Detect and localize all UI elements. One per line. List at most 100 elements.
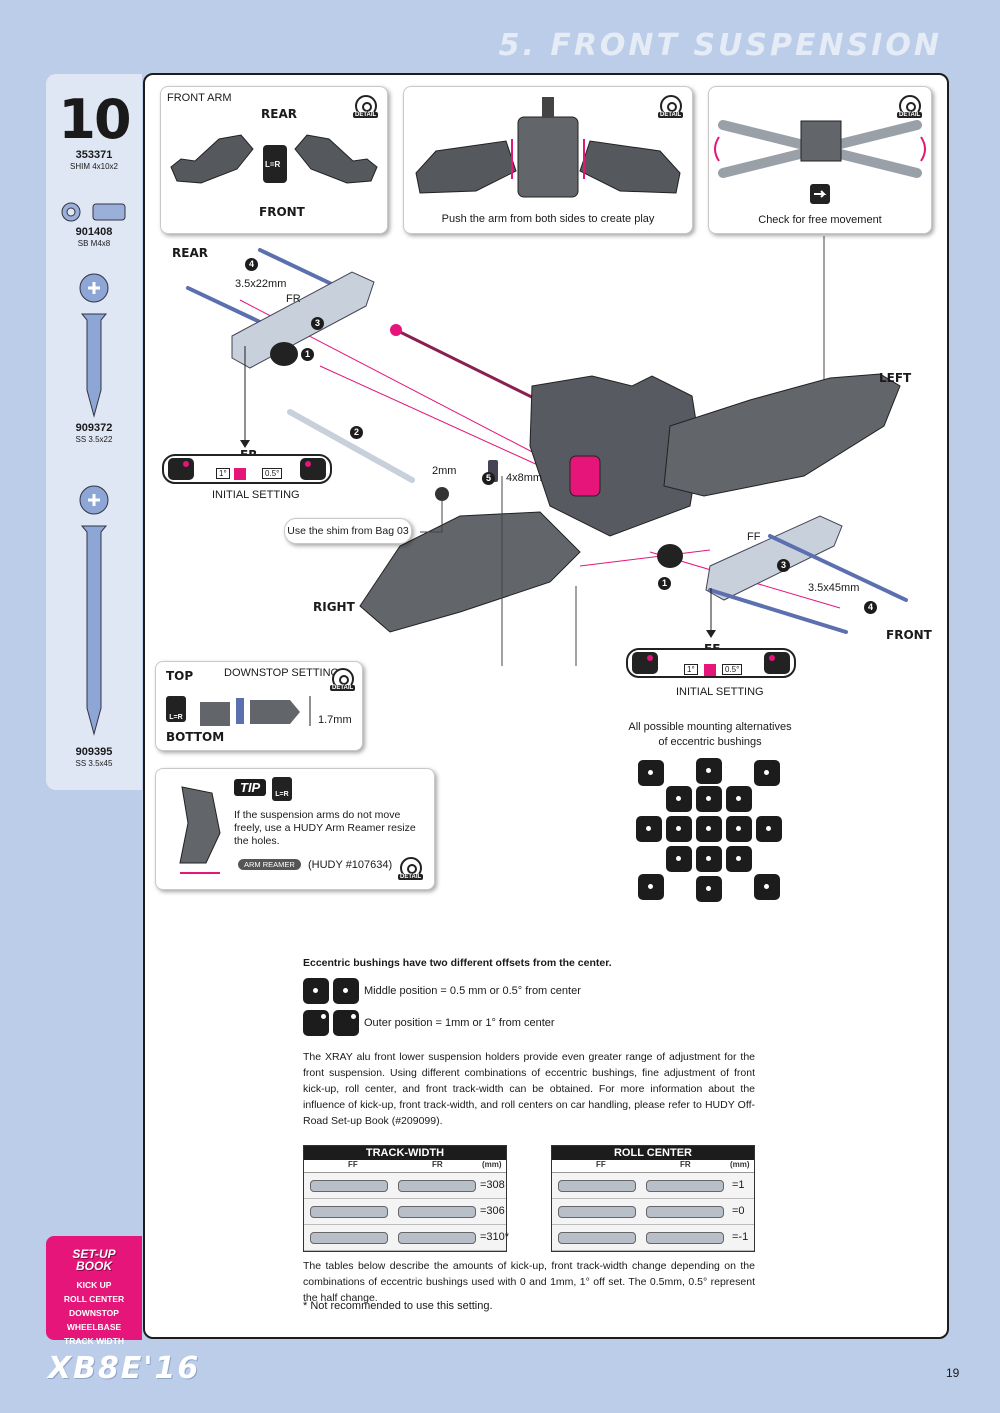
detail-badge: DETAIL <box>330 685 356 691</box>
part-code: 901408 <box>75 226 113 238</box>
table-row: =0 <box>552 1199 754 1225</box>
roll-center-title: ROLL CENTER <box>552 1146 754 1160</box>
step-number: 10 <box>58 88 131 151</box>
ff-setting: FF 1° 0.5° INITIAL SETTING <box>626 642 796 698</box>
rear-label: REAR <box>261 107 297 121</box>
mounting-title-line1: All possible mounting alternatives <box>628 721 792 733</box>
bushing-option <box>638 874 664 900</box>
ff-holder-label: FF <box>747 531 761 543</box>
parts-sidebar: 10 353371 SHIM 4x10x2 901408 SB M4x8 909… <box>46 74 142 790</box>
shim-size: 2mm <box>432 465 457 477</box>
part-code: 909395 <box>75 746 113 758</box>
table-row: =-1 <box>552 1225 754 1251</box>
bushing-option <box>754 760 780 786</box>
bushing-option <box>726 846 752 872</box>
bushing-option <box>638 760 664 786</box>
ff-holder-config <box>310 1206 388 1218</box>
lr-badge: L=R <box>166 696 186 722</box>
part-desc: SB M4x8 <box>77 239 111 248</box>
mounting-title: All possible mounting alternatives of ec… <box>610 720 810 750</box>
ff-holder-config <box>310 1180 388 1192</box>
step-4-badge: 4 <box>245 258 258 271</box>
setup-book-title: SET-UP BOOK <box>72 1247 116 1273</box>
free-movement-panel: Check for free movement DETAIL <box>708 86 932 234</box>
detail-badge: DETAIL <box>398 874 424 880</box>
arm-reaming-icon <box>179 786 221 874</box>
front-arm-pair-icon <box>170 134 378 184</box>
shim-note: Use the shim from Bag 03 <box>284 518 412 544</box>
page-title: 5. FRONT SUSPENSION <box>498 28 942 63</box>
magnifier-icon <box>660 95 682 117</box>
front-arm-panel: FRONT ARM REAR FRONT L=R DETAIL <box>160 86 388 234</box>
bushing-option <box>666 786 692 812</box>
fr-holder-config <box>398 1232 476 1244</box>
fr-initial-label: INITIAL SETTING <box>212 489 300 501</box>
rear-screw-size: 3.5x22mm <box>235 278 287 290</box>
ff-deg2: 0.5° <box>722 664 743 675</box>
bushing-option <box>726 816 752 842</box>
ff-col: FF <box>348 1160 358 1169</box>
setup-book-item: ROLL CENTER DOWNSTOP <box>63 1294 125 1318</box>
setup-book-tab[interactable]: SET-UP BOOK KICK UP ROLL CENTER DOWNSTOP… <box>46 1236 142 1346</box>
unit-col: (mm) <box>482 1160 502 1169</box>
track-width-table: TRACK-WIDTH FF FR (mm) =308 =306 =310* <box>303 1145 510 1252</box>
magnifier-icon <box>899 95 921 117</box>
front-label: FRONT <box>259 205 305 219</box>
tip-text: If the suspension arms do not move freel… <box>234 809 416 847</box>
arm-reamer-tool: ARM REAMER <box>238 859 301 870</box>
bottom-label: BOTTOM <box>166 730 225 744</box>
right-label: RIGHT <box>313 600 355 614</box>
screw-long-icon <box>79 485 109 736</box>
track-width-value: =308 <box>480 1179 505 1191</box>
lr-badge: L=R <box>265 160 281 169</box>
detail-badge: DETAIL <box>658 112 684 118</box>
table-row: =308 <box>304 1173 506 1199</box>
bolt-size: 4x8mm <box>506 472 543 484</box>
tip-panel: TIP L=R If the suspension arms do not mo… <box>155 768 435 890</box>
outer-position-text: Outer position = 1mm or 1° from center <box>364 1017 555 1029</box>
fr-deg1: 1° <box>216 468 230 479</box>
tables-description: The tables below describe the amounts of… <box>303 1260 755 1304</box>
free-movement-caption: Check for free movement <box>758 214 882 226</box>
detail-badge: DETAIL <box>353 112 379 118</box>
asterisk-note: * Not recommended to use this setting. <box>303 1300 493 1312</box>
ff-initial-label: INITIAL SETTING <box>676 686 764 698</box>
hudy-part-number: (HUDY #107634) <box>308 859 393 871</box>
track-width-value: =310* <box>480 1231 510 1243</box>
fr-deg2: 0.5° <box>262 468 283 479</box>
downstop-panel: TOP DOWNSTOP SETTING BOTTOM L=R 1.7mm DE… <box>155 661 363 751</box>
middle-bushing-icon <box>303 978 329 1004</box>
part-desc: SS 3.5x45 <box>75 759 113 768</box>
ff-holder-config <box>558 1206 636 1218</box>
bushing-option <box>756 816 782 842</box>
part-909372: 909372 SS 3.5x22 <box>46 270 142 445</box>
table-row: =310* <box>304 1225 510 1251</box>
fr-holder-config <box>398 1206 476 1218</box>
detail-badge: DETAIL <box>897 112 923 118</box>
lr-badge: L=R <box>272 777 292 801</box>
ff-holder-config <box>558 1232 636 1244</box>
outer-bushing-icon <box>333 1010 359 1036</box>
unit-col: (mm) <box>730 1160 750 1169</box>
rear-diagram-label: REAR <box>172 246 208 260</box>
eccentric-heading: Eccentric bushings have two different of… <box>303 957 612 969</box>
fr-col: FR <box>680 1160 691 1169</box>
mounting-title-line2: of eccentric bushings <box>658 736 762 748</box>
push-arm-panel: Push the arm from both sides to create p… <box>403 86 693 234</box>
setup-book-item: KICK UP <box>76 1280 112 1290</box>
fr-setting: FR 1° 0.5° INITIAL SETTING <box>162 448 332 504</box>
step-2-badge: 2 <box>350 426 363 439</box>
table-row: =306 <box>304 1199 506 1225</box>
ff-col: FF <box>596 1160 606 1169</box>
bushing-option <box>666 846 692 872</box>
roll-center-table: ROLL CENTER FF FR (mm) =1 =0 =-1 <box>551 1145 755 1252</box>
arm-swing-icon <box>714 120 926 178</box>
table-subheader: FF FR (mm) <box>552 1160 754 1173</box>
step-3-badge: 3 <box>311 317 324 330</box>
bushing-option <box>696 846 722 872</box>
fr-holder-config <box>398 1180 476 1192</box>
ff-deg1: 1° <box>684 664 698 675</box>
front-diagram-label: FRONT <box>886 628 932 642</box>
bushing-option <box>636 816 662 842</box>
push-arm-caption: Push the arm from both sides to create p… <box>441 213 655 225</box>
